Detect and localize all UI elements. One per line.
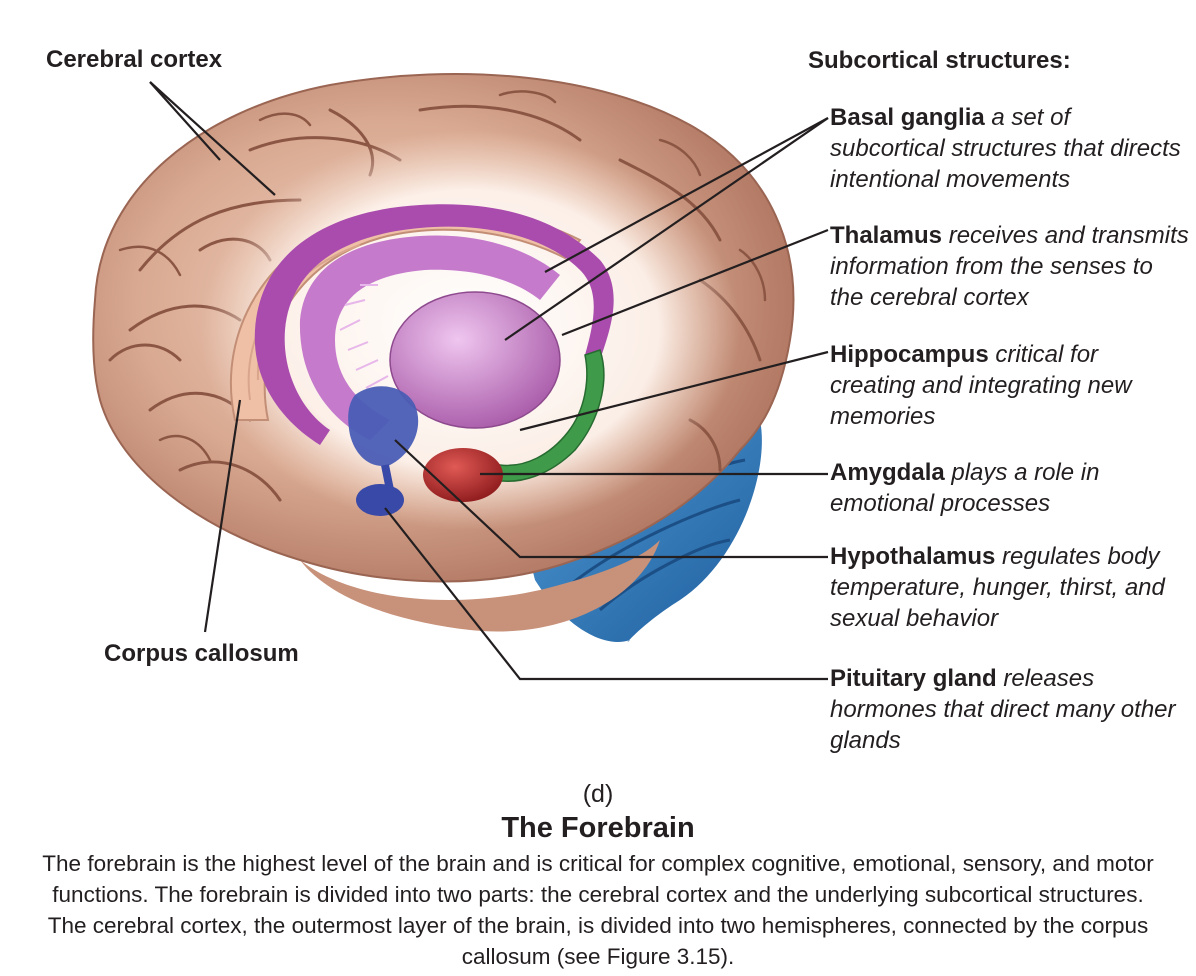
pituitary-gland-desc: releases hormones that direct many other… [830,665,1176,754]
basal-ganglia-name: Basal ganglia [830,104,985,131]
caption-title: The Forebrain [501,812,695,844]
thalamus-desc: receives and transmits information from … [830,222,1189,311]
thalamus-shape [389,291,561,429]
pituitary-gland-shape [356,464,404,516]
forebrain-illustration [92,73,829,681]
leader-lines [149,81,829,681]
hippocampus-desc: critical for creating and integrating ne… [830,341,1132,430]
thalamus-name: Thalamus [830,222,943,249]
basal-ganglia-shape [254,204,614,445]
caption-letter: (d) [582,780,614,808]
amygdala-shape [423,448,503,502]
cerebral-cortex-label: Cerebral cortex [46,46,223,73]
hypothalamus-name: Hypothalamus [830,543,996,570]
basal-ganglia-desc: a set of subcortical structures that dir… [830,104,1181,193]
amygdala-name: Amygdala [830,459,945,486]
hypothalamus-label: Hypothalamus regulates body temperature,… [830,541,1190,634]
amygdala-desc: plays a role in emotional processes [830,459,1100,517]
basal-ganglia-label: Basal ganglia a set of subcortical struc… [830,102,1190,195]
caption-body: The forebrain is the highest level of th… [42,851,1154,969]
hypothalamus-desc: regulates body temperature, hunger, thir… [830,543,1165,632]
temporal-lobe [300,540,660,632]
thalamus-label: Thalamus receives and transmits informat… [830,220,1190,313]
pituitary-gland-label: Pituitary gland releases hormones that d… [830,663,1190,756]
hippocampus-label: Hippocampus critical for creating and in… [830,339,1190,432]
amygdala-label: Amygdala plays a role in emotional proce… [830,457,1190,519]
subcortical-heading: Subcortical structures: [808,47,1071,74]
pituitary-gland-name: Pituitary gland [830,665,997,692]
hippocampus-name: Hippocampus [830,341,989,368]
corpus-callosum-label: Corpus callosum [104,640,299,667]
